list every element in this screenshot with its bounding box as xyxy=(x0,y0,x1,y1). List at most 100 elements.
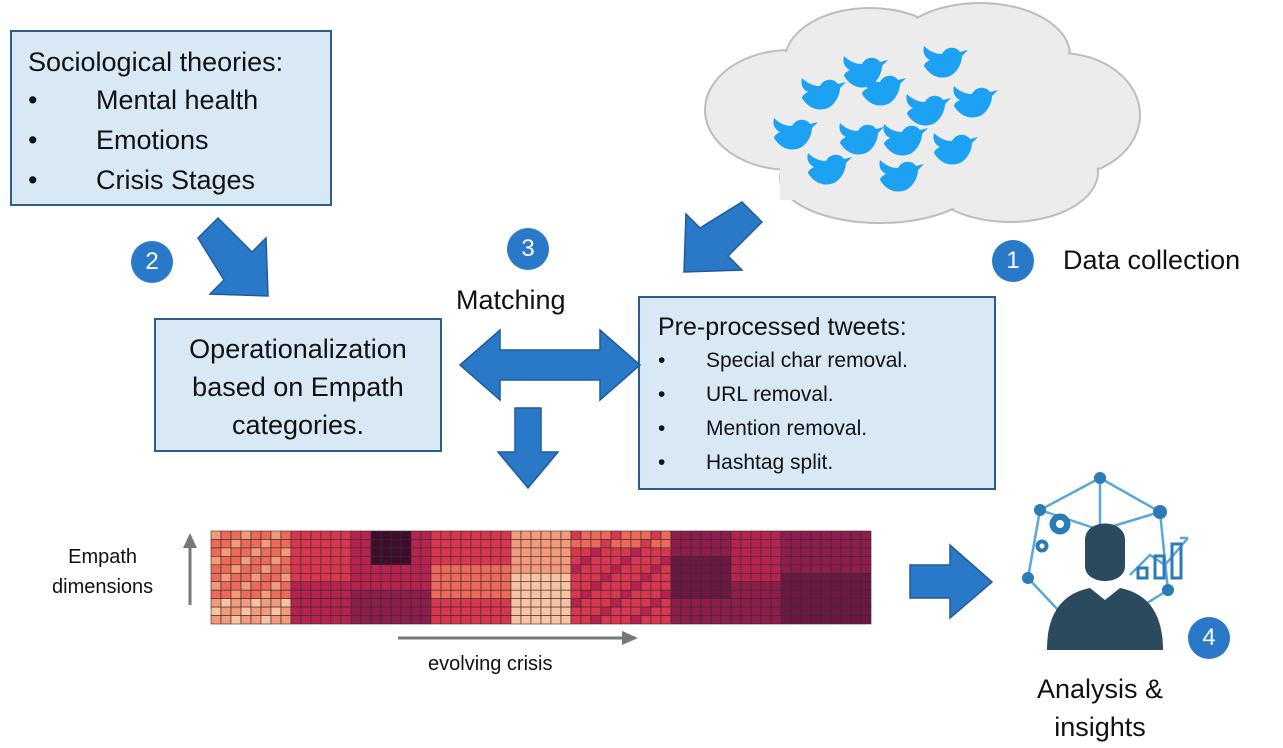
heatmap-cell xyxy=(590,615,602,625)
heatmap-cell xyxy=(370,547,382,557)
heatmap-cell xyxy=(260,589,272,599)
heatmap-cell xyxy=(500,615,512,625)
heatmap-cell xyxy=(340,615,352,625)
bullet-icon: • xyxy=(28,165,38,195)
heatmap-cell xyxy=(720,589,732,599)
heatmap-cell xyxy=(460,547,472,557)
heatmap-cell xyxy=(310,615,322,625)
step-1-badge: 1 xyxy=(992,240,1034,282)
heatmap-cell xyxy=(540,564,552,574)
heatmap-cell xyxy=(700,547,712,557)
heatmap-cell xyxy=(570,606,582,616)
heatmap-cell xyxy=(380,598,392,608)
heatmap-cell xyxy=(440,615,452,625)
heatmap-cell xyxy=(310,564,322,574)
heatmap-cell xyxy=(500,598,512,608)
heatmap-cell xyxy=(610,547,622,557)
heatmap-cell xyxy=(490,606,502,616)
heatmap-cell xyxy=(240,598,252,608)
heatmap-cell xyxy=(640,539,652,549)
heatmap-cell xyxy=(280,530,292,540)
heatmap-cell xyxy=(830,564,842,574)
heatmap-cell xyxy=(850,556,862,566)
heatmap-cell xyxy=(790,547,802,557)
heatmap-cell xyxy=(340,581,352,591)
heatmap-cell xyxy=(470,589,482,599)
heatmap-cell xyxy=(720,547,732,557)
heatmap-cell xyxy=(470,539,482,549)
heatmap-cell xyxy=(810,547,822,557)
heatmap-cell xyxy=(700,581,712,591)
arrow-theories-to-operationalization xyxy=(197,216,269,297)
heatmap-cell xyxy=(620,581,632,591)
heatmap-cell xyxy=(700,598,712,608)
heatmap-cell xyxy=(260,598,272,608)
heatmap-cell xyxy=(850,589,862,599)
heatmap-cell xyxy=(730,530,742,540)
heatmap-cell xyxy=(400,581,412,591)
heatmap-cell xyxy=(660,606,672,616)
heatmap-cell xyxy=(300,572,312,583)
heatmap-cell xyxy=(690,556,702,566)
heatmap-cell xyxy=(350,589,362,599)
heatmap-cell xyxy=(210,530,222,540)
heatmap-cell xyxy=(510,530,522,540)
heatmap-cell xyxy=(620,530,632,540)
heatmap-cell xyxy=(630,606,642,616)
heatmap-cell xyxy=(660,564,672,574)
bullet-icon: • xyxy=(658,417,666,440)
heatmap-cell xyxy=(690,530,702,540)
heatmap-cell xyxy=(290,564,302,574)
heatmap-cell xyxy=(310,572,322,583)
heatmap-cell xyxy=(680,556,692,566)
heatmap-cell xyxy=(490,539,502,549)
twitter-bird-icon xyxy=(773,118,818,150)
heatmap-cell xyxy=(540,539,552,549)
heatmap-cell xyxy=(690,606,702,616)
x-axis-arrowhead xyxy=(622,631,638,645)
heatmap-cell xyxy=(850,606,862,616)
heatmap-cell xyxy=(480,564,492,574)
heatmap-cell xyxy=(650,539,662,549)
heatmap-cell xyxy=(280,598,292,608)
heatmap-cell xyxy=(850,547,862,557)
heatmap-cell xyxy=(860,556,872,566)
analyst-network-icon xyxy=(1022,472,1189,650)
heatmap-cell xyxy=(250,564,262,574)
heatmap-cell xyxy=(780,589,792,599)
heatmap-cell xyxy=(480,572,492,583)
theories-item: •Crisis Stages xyxy=(28,160,314,200)
heatmap-cell xyxy=(420,598,432,608)
heatmap-cell xyxy=(230,556,242,566)
heatmap-cell xyxy=(620,606,632,616)
heatmap-cell xyxy=(270,615,282,625)
heatmap-cell xyxy=(750,598,762,608)
heatmap-cell xyxy=(350,556,362,566)
heatmap-cell xyxy=(470,598,482,608)
heatmap-cell xyxy=(670,606,682,616)
heatmap-cell xyxy=(610,589,622,599)
heatmap-cell xyxy=(260,556,272,566)
heatmap-cell xyxy=(420,606,432,616)
heatmap-cell xyxy=(670,589,682,599)
heatmap-cell xyxy=(430,598,442,608)
heatmap-cell xyxy=(760,547,772,557)
heatmap-cell xyxy=(340,564,352,574)
heatmap-cell xyxy=(260,581,272,591)
heatmap-cell xyxy=(730,589,742,599)
heatmap-cell xyxy=(600,564,612,574)
heatmap-cell xyxy=(400,564,412,574)
heatmap-cell xyxy=(710,615,722,625)
heatmap-cell xyxy=(590,530,602,540)
heatmap-cell xyxy=(500,556,512,566)
heatmap-cell xyxy=(640,589,652,599)
heatmap-cell xyxy=(750,556,762,566)
heatmap-cell xyxy=(350,530,362,540)
heatmap-cell xyxy=(600,589,612,599)
heatmap-cell xyxy=(650,564,662,574)
heatmap-cell xyxy=(500,589,512,599)
heatmap-cell xyxy=(290,572,302,583)
heatmap-cell xyxy=(300,589,312,599)
heatmap-cell xyxy=(310,606,322,616)
heatmap-cell xyxy=(280,556,292,566)
